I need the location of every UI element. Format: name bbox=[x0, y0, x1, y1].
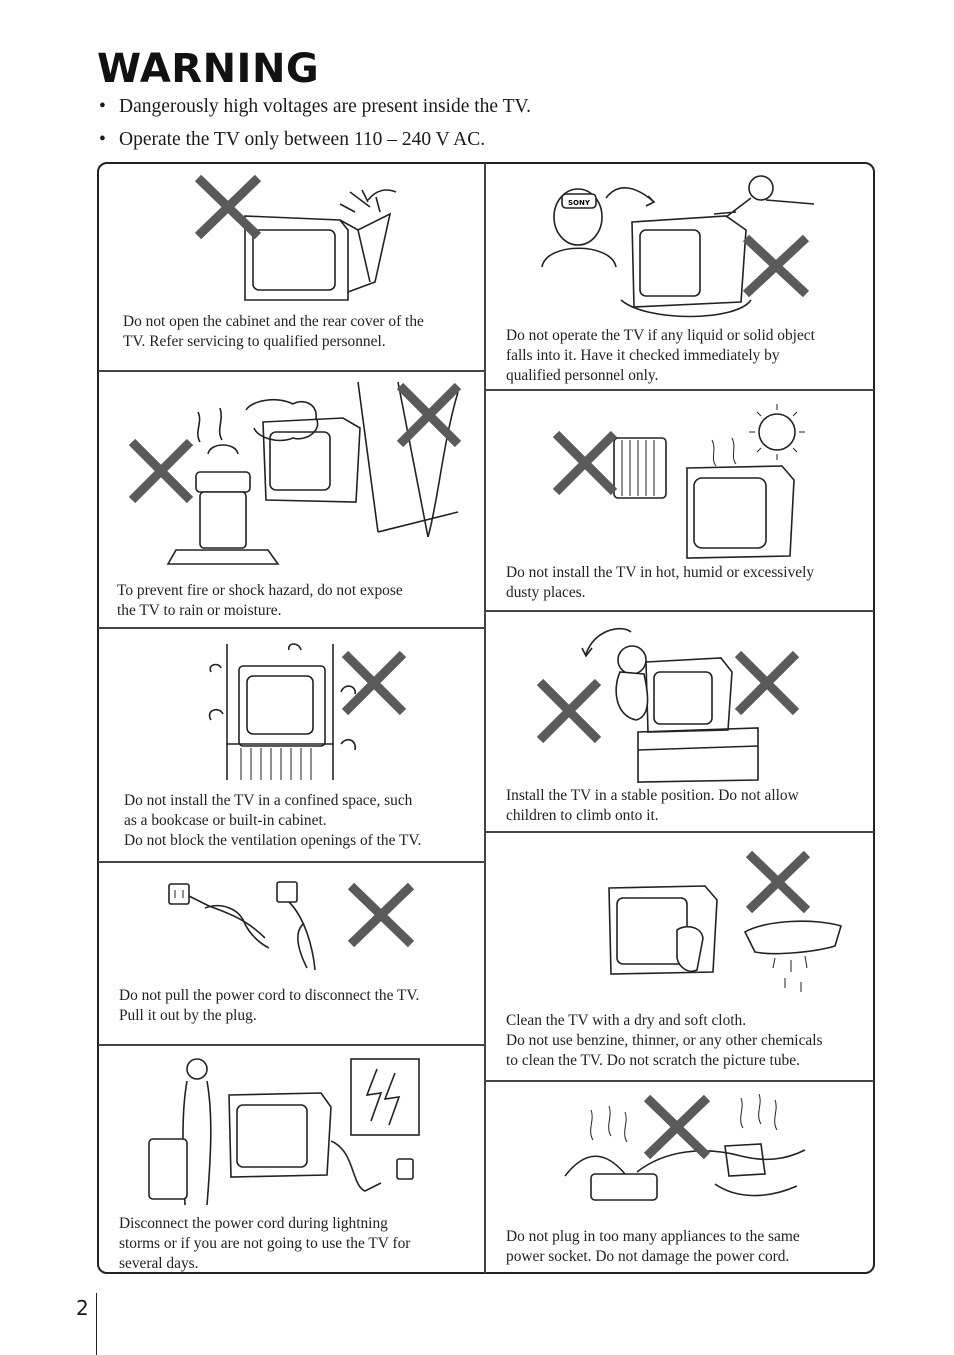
caption-line: TV. Refer servicing to qualified personn… bbox=[123, 333, 386, 350]
caption-line: to clean the TV. Do not scratch the pict… bbox=[506, 1052, 800, 1069]
overloaded-socket-prohibited-icon bbox=[564, 1090, 810, 1215]
caption-line: power socket. Do not damage the power co… bbox=[506, 1248, 790, 1265]
warning-frame bbox=[97, 162, 875, 1274]
column-divider bbox=[484, 163, 486, 1273]
liquid-spill-prohibited-icon: SONY bbox=[536, 172, 826, 322]
caption-line: storms or if you are not going to use th… bbox=[119, 1235, 411, 1252]
caption-line: Disconnect the power cord during lightni… bbox=[119, 1215, 388, 1232]
caption-line: Do not install the TV in hot, humid or e… bbox=[506, 564, 815, 581]
bullet-item: • Dangerously high voltages are present i… bbox=[99, 93, 531, 126]
open-cabinet-prohibited-icon bbox=[190, 172, 420, 307]
caption-clean: Clean the TV with a dry and soft cloth. … bbox=[506, 1011, 823, 1071]
caption-line: Do not pull the power cord to disconnect… bbox=[119, 987, 420, 1004]
caption-line: qualified personnel only. bbox=[506, 367, 659, 384]
lightning-unplug-icon bbox=[145, 1055, 425, 1206]
caption-heat: Do not install the TV in hot, humid or e… bbox=[506, 563, 814, 603]
row-divider bbox=[485, 1080, 874, 1082]
caption-lightning: Disconnect the power cord during lightni… bbox=[119, 1214, 410, 1274]
caption-line: Do not install the TV in a confined spac… bbox=[124, 792, 413, 809]
wet-cloth-prohibited-icon bbox=[605, 848, 850, 1008]
caption-line: Do not open the cabinet and the rear cov… bbox=[123, 313, 424, 330]
sony-badge: SONY bbox=[568, 199, 591, 207]
bullet-text: Dangerously high voltages are present in… bbox=[119, 96, 531, 117]
row-divider bbox=[485, 831, 874, 833]
bullet-text: Operate the TV only between 110 – 240 V … bbox=[119, 129, 486, 150]
caption-line: the TV to rain or moisture. bbox=[117, 602, 282, 619]
heat-sun-prohibited-icon bbox=[552, 400, 812, 560]
caption-line: Pull it out by the plug. bbox=[119, 1007, 257, 1024]
caption-cabinet: Do not open the cabinet and the rear cov… bbox=[123, 312, 424, 352]
bullet-glyph: • bbox=[99, 96, 106, 117]
caption-line: dusty places. bbox=[506, 584, 586, 601]
caption-line: Do not use benzine, thinner, or any othe… bbox=[506, 1032, 823, 1049]
child-climbing-prohibited-icon bbox=[536, 620, 806, 785]
caption-line: Do not operate the TV if any liquid or s… bbox=[506, 327, 815, 344]
caption-line: Do not plug in too many appliances to th… bbox=[506, 1228, 800, 1245]
row-divider bbox=[98, 370, 484, 372]
row-divider bbox=[485, 389, 874, 391]
row-divider bbox=[485, 610, 874, 612]
page-title: WARNING bbox=[97, 46, 320, 92]
pull-cord-prohibited-icon bbox=[165, 878, 420, 978]
row-divider bbox=[98, 627, 484, 629]
caption-stable: Install the TV in a stable position. Do … bbox=[506, 786, 799, 826]
bullet-glyph: • bbox=[99, 129, 106, 150]
caption-line: Do not block the ventilation openings of… bbox=[124, 832, 422, 849]
warning-bullets: • Dangerously high voltages are present i… bbox=[99, 93, 531, 159]
caption-overload: Do not plug in too many appliances to th… bbox=[506, 1227, 800, 1267]
bullet-item: • Operate the TV only between 110 – 240 V… bbox=[99, 126, 531, 159]
bookcase-prohibited-icon bbox=[205, 640, 415, 785]
margin-rule bbox=[96, 1293, 98, 1355]
caption-moisture: To prevent fire or shock hazard, do not … bbox=[117, 581, 403, 621]
caption-line: children to climb onto it. bbox=[506, 807, 659, 824]
caption-line: as a bookcase or built-in cabinet. bbox=[124, 812, 327, 829]
rain-moisture-prohibited-icon bbox=[128, 381, 468, 572]
row-divider bbox=[98, 1044, 484, 1046]
caption-line: Clean the TV with a dry and soft cloth. bbox=[506, 1012, 747, 1029]
caption-line: To prevent fire or shock hazard, do not … bbox=[117, 582, 403, 599]
caption-confined: Do not install the TV in a confined spac… bbox=[124, 791, 421, 851]
caption-line: falls into it. Have it checked immediate… bbox=[506, 347, 780, 364]
row-divider bbox=[98, 861, 484, 863]
caption-line: Install the TV in a stable position. Do … bbox=[506, 787, 799, 804]
caption-liquid: Do not operate the TV if any liquid or s… bbox=[506, 326, 815, 386]
caption-line: several days. bbox=[119, 1255, 199, 1272]
caption-cord: Do not pull the power cord to disconnect… bbox=[119, 986, 419, 1026]
page-number: 2 bbox=[76, 1296, 89, 1320]
